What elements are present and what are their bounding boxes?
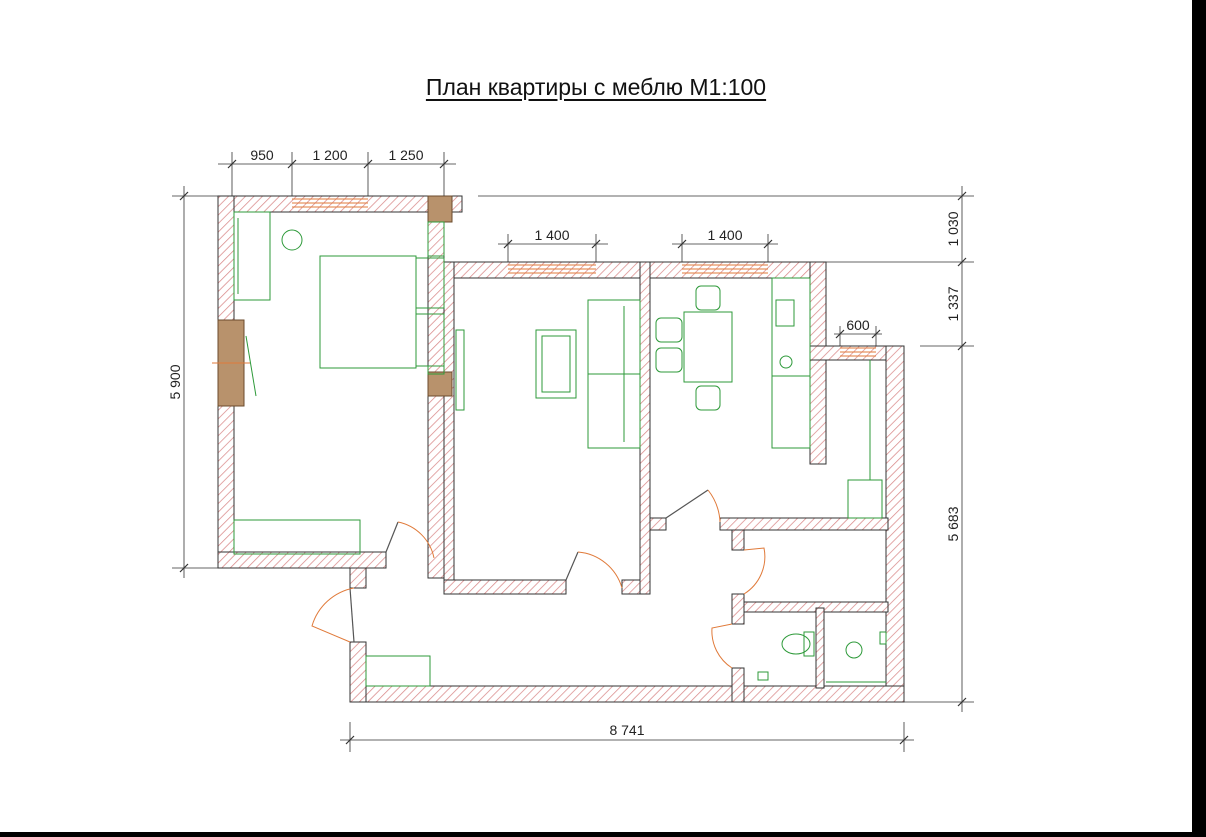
furniture-hall (365, 655, 431, 687)
dim-left-height: 5 900 (167, 364, 183, 399)
dim-top-3: 1 250 (388, 147, 423, 163)
kitchen-counter (771, 277, 811, 449)
wall-bedroom-top (217, 195, 463, 213)
walls (217, 195, 905, 703)
furniture-living (455, 299, 641, 449)
tv (245, 335, 257, 397)
toilet-tank (803, 631, 815, 657)
wall-right (885, 345, 905, 703)
wall-bath-c (731, 667, 745, 703)
washing-machine (847, 479, 883, 519)
bedroom-chair (281, 229, 303, 251)
double-bed (319, 255, 417, 369)
wall-bath-b (731, 593, 745, 625)
chair-2 (695, 385, 721, 411)
wall-kitchen-bottom (719, 517, 889, 531)
wall-kitchen-right (809, 261, 827, 349)
wall-living-right (639, 261, 651, 595)
dim-window-living: 1 400 (534, 227, 569, 243)
chair-3 (655, 317, 683, 343)
wall-living-bottom-left (443, 579, 567, 595)
dim-window-bath: 600 (846, 317, 870, 333)
sink (775, 299, 795, 327)
dim-bottom-width: 8 741 (609, 722, 644, 738)
dimension-lines (172, 152, 974, 752)
wall-living-left (443, 261, 455, 595)
dim-right-lower: 5 683 (945, 506, 961, 541)
furniture-bedroom (233, 211, 445, 555)
stove (779, 355, 793, 369)
bidet (757, 671, 769, 681)
shower (845, 641, 863, 659)
dim-window-kitchen: 1 400 (707, 227, 742, 243)
column-middle (427, 371, 453, 397)
dim-top-1: 950 (250, 147, 274, 163)
chair-4 (655, 347, 683, 373)
wall-kitchen-step (809, 359, 827, 465)
dining-table (683, 311, 733, 383)
column-top (427, 195, 453, 223)
chair-1 (695, 285, 721, 311)
furniture-bath (757, 360, 887, 683)
pillow-top (415, 257, 445, 309)
wall-bath-a (731, 529, 745, 551)
wall-kitchen-bottom-left (649, 517, 667, 531)
furniture-kitchen (655, 277, 811, 449)
shower-mixer (879, 631, 887, 645)
windows (292, 198, 876, 357)
coffee-table (535, 329, 577, 399)
wardrobe (233, 211, 271, 301)
doors (311, 489, 766, 669)
wall-living-top (443, 261, 651, 279)
hall-cabinet (365, 655, 431, 687)
nightstand-bottom (427, 365, 445, 375)
wall-hall-left-bottom (349, 641, 367, 703)
wall-kitchen-top (649, 261, 827, 279)
plan-title: План квартиры с меблю М1:100 (425, 74, 767, 100)
dim-right-middle: 1 337 (945, 286, 961, 321)
wall-bedroom-bottom (217, 551, 387, 569)
wall-wc-divider (815, 607, 825, 689)
dim-top-2: 1 200 (312, 147, 347, 163)
dresser (233, 519, 361, 555)
dim-right-upper: 1 030 (945, 211, 961, 246)
toilet (781, 633, 811, 655)
wall-hall-left-top (349, 567, 367, 589)
nightstand-top (427, 221, 445, 257)
tv-stand (455, 329, 465, 411)
